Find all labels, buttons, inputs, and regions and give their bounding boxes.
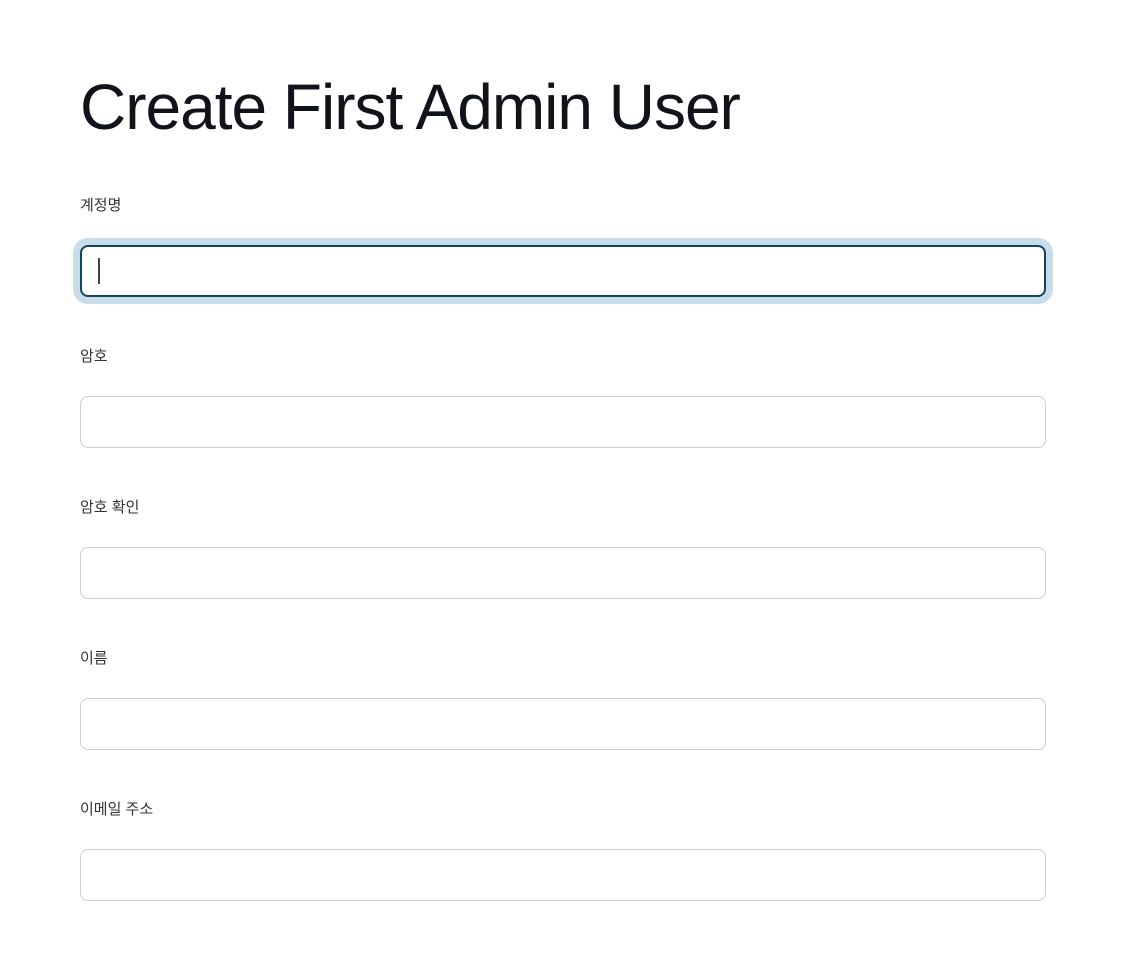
form-group-fullname: 이름 [80,649,1046,750]
setup-wizard-page: Create First Admin User 계정명 암호 암호 확인 이름 [80,71,1046,901]
password-confirm-input[interactable] [80,547,1046,599]
password-input[interactable] [80,396,1046,448]
password-label: 암호 [80,348,108,365]
password-confirm-label: 암호 확인 [80,499,140,516]
form-group-username: 계정명 [80,196,1046,297]
username-label: 계정명 [80,197,122,214]
form-group-password-confirm: 암호 확인 [80,498,1046,599]
form-group-password: 암호 [80,347,1046,448]
create-admin-user-form: 계정명 암호 암호 확인 이름 이메일 주소 [80,196,1046,901]
username-input[interactable] [80,245,1046,297]
page-title: Create First Admin User [80,71,741,143]
form-group-email: 이메일 주소 [80,800,1046,901]
email-input[interactable] [80,849,1046,901]
fullname-input[interactable] [80,698,1046,750]
text-caret [98,258,100,284]
fullname-label: 이름 [80,650,108,667]
email-label: 이메일 주소 [80,801,154,818]
